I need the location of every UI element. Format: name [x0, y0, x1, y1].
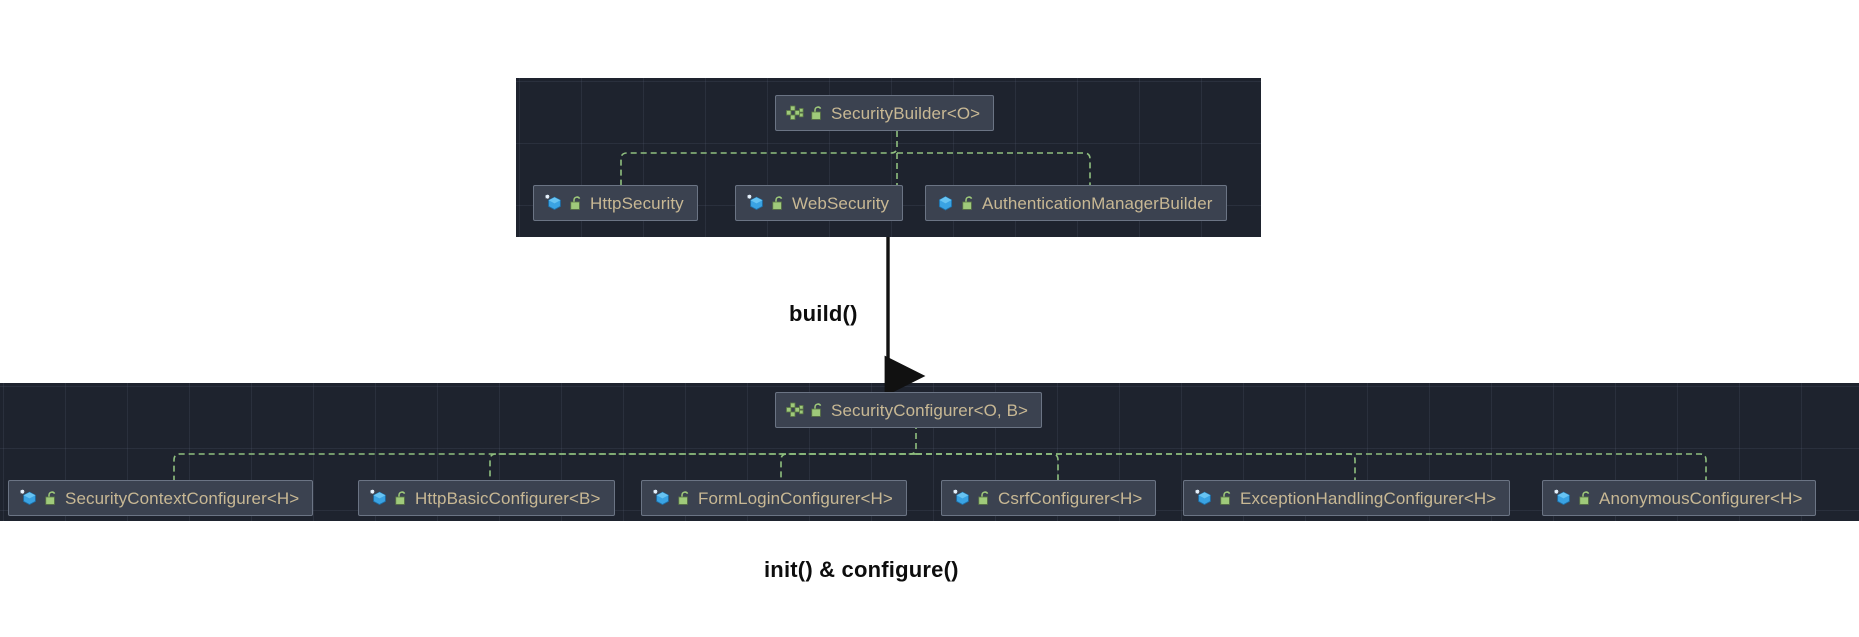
unlock-icon [678, 490, 691, 506]
class-icon-highlighted [652, 489, 671, 507]
unlock-icon [811, 402, 824, 418]
node-label: WebSecurity [792, 193, 890, 213]
node-web-security[interactable]: WebSecurity [735, 185, 904, 221]
node-label: SecurityContextConfigurer<H> [65, 488, 300, 508]
node-label: ExceptionHandlingConfigurer<H> [1240, 488, 1497, 508]
node-label: CsrfConfigurer<H> [998, 488, 1143, 508]
unlock-icon [772, 195, 785, 211]
unlock-icon [1220, 490, 1233, 506]
build-label: build() [789, 301, 858, 326]
node-exception-handling-configurer[interactable]: ExceptionHandlingConfigurer<H> [1183, 480, 1511, 516]
node-http-security[interactable]: HttpSecurity [533, 185, 698, 221]
unlock-icon [395, 490, 408, 506]
node-security-builder[interactable]: SecurityBuilder<O> [775, 95, 995, 131]
node-anonymous-configurer[interactable]: AnonymousConfigurer<H> [1542, 480, 1817, 516]
class-icon-highlighted [1553, 489, 1572, 507]
unlock-icon [978, 490, 991, 506]
class-icon-highlighted [369, 489, 388, 507]
node-label: FormLoginConfigurer<H> [698, 488, 893, 508]
unlock-icon [45, 490, 58, 506]
node-label: HttpSecurity [590, 193, 684, 213]
node-security-configurer[interactable]: SecurityConfigurer<O, B> [775, 392, 1043, 428]
class-icon [936, 194, 955, 212]
node-label: HttpBasicConfigurer<B> [415, 488, 601, 508]
unlock-icon [811, 105, 824, 121]
class-icon-highlighted [544, 194, 563, 212]
interface-icon [786, 402, 804, 418]
unlock-icon [570, 195, 583, 211]
unlock-icon [1579, 490, 1592, 506]
class-icon-highlighted [19, 489, 38, 507]
node-label: SecurityBuilder<O> [831, 103, 981, 123]
node-authentication-manager-builder[interactable]: AuthenticationManagerBuilder [925, 185, 1227, 221]
node-security-context-configurer[interactable]: SecurityContextConfigurer<H> [8, 480, 314, 516]
node-label: AuthenticationManagerBuilder [982, 193, 1213, 213]
unlock-icon [962, 195, 975, 211]
class-icon-highlighted [746, 194, 765, 212]
interface-icon [786, 105, 804, 121]
node-csrf-configurer[interactable]: CsrfConfigurer<H> [941, 480, 1157, 516]
class-icon-highlighted [952, 489, 971, 507]
node-http-basic-configurer[interactable]: HttpBasicConfigurer<B> [358, 480, 615, 516]
node-label: SecurityConfigurer<O, B> [831, 400, 1029, 420]
init-configure-label: init() & configure() [764, 557, 959, 582]
class-icon-highlighted [1194, 489, 1213, 507]
node-form-login-configurer[interactable]: FormLoginConfigurer<H> [641, 480, 907, 516]
node-label: AnonymousConfigurer<H> [1599, 488, 1803, 508]
